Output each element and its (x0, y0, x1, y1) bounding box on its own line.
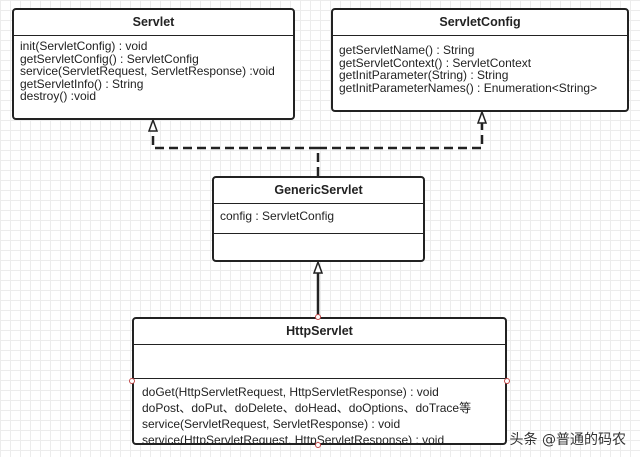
watermark: 头条 @普通的码农 (509, 432, 626, 448)
servlet-class-name: Servlet (14, 10, 293, 36)
genericservlet-methods (214, 234, 423, 238)
servletconfig-method: getServletName() : String (339, 43, 475, 57)
httpservlet-method: doPost、doPut、doDelete、doHead、doOptions、d… (142, 401, 472, 415)
httpservlet-class-name: HttpServlet (134, 319, 505, 345)
servletconfig-methods: getServletName() : String getServletCont… (333, 36, 627, 96)
servletconfig-method: getInitParameterNames() : Enumeration<St… (339, 80, 598, 95)
httpservlet-attributes (134, 345, 505, 379)
realization-line-servletconfig (318, 116, 484, 150)
servlet-method: destroy() :void (20, 89, 97, 103)
realization-arrowhead-servletconfig (476, 109, 488, 124)
servletconfig-class-name: ServletConfig (333, 10, 627, 36)
servletconfig-method: getInitParameter(String) : String (339, 68, 509, 82)
selection-handle-right[interactable] (504, 378, 510, 384)
servlet-method: getServletConfig() : ServletConfig (20, 51, 199, 66)
servlet-method: getServletInfo() : String (20, 76, 144, 91)
httpservlet-class-box[interactable]: HttpServlet doGet(HttpServletRequest, Ht… (132, 317, 507, 445)
selection-handle-bottom[interactable] (315, 442, 321, 448)
selection-handle-top[interactable] (315, 314, 321, 320)
realization-arrowhead-servlet (147, 117, 159, 132)
httpservlet-method: doGet(HttpServletRequest, HttpServletRes… (142, 385, 439, 399)
genericservlet-attribute: config : ServletConfig (220, 209, 335, 223)
generalization-arrowhead (312, 259, 324, 274)
realization-line-servlet (151, 126, 320, 176)
httpservlet-methods: doGet(HttpServletRequest, HttpServletRes… (134, 379, 505, 445)
selection-handle-left[interactable] (129, 378, 135, 384)
servlet-class-box[interactable]: Servlet init(ServletConfig) : void getSe… (12, 8, 295, 120)
servletconfig-method: getServletContext() : ServletContext (339, 55, 532, 70)
genericservlet-attributes: config : ServletConfig (214, 204, 423, 234)
httpservlet-method: service(ServletRequest, ServletResponse)… (142, 417, 401, 431)
servletconfig-class-box[interactable]: ServletConfig getServletName() : String … (331, 8, 629, 112)
genericservlet-class-box[interactable]: GenericServlet config : ServletConfig (212, 176, 425, 262)
servlet-methods: init(ServletConfig) : void getServletCon… (14, 36, 293, 105)
httpservlet-method: service(HttpServletRequest, HttpServletR… (142, 433, 445, 445)
servlet-method: init(ServletConfig) : void (20, 39, 148, 53)
genericservlet-class-name: GenericServlet (214, 178, 423, 204)
servlet-method: service(ServletRequest, ServletResponse)… (20, 64, 275, 78)
